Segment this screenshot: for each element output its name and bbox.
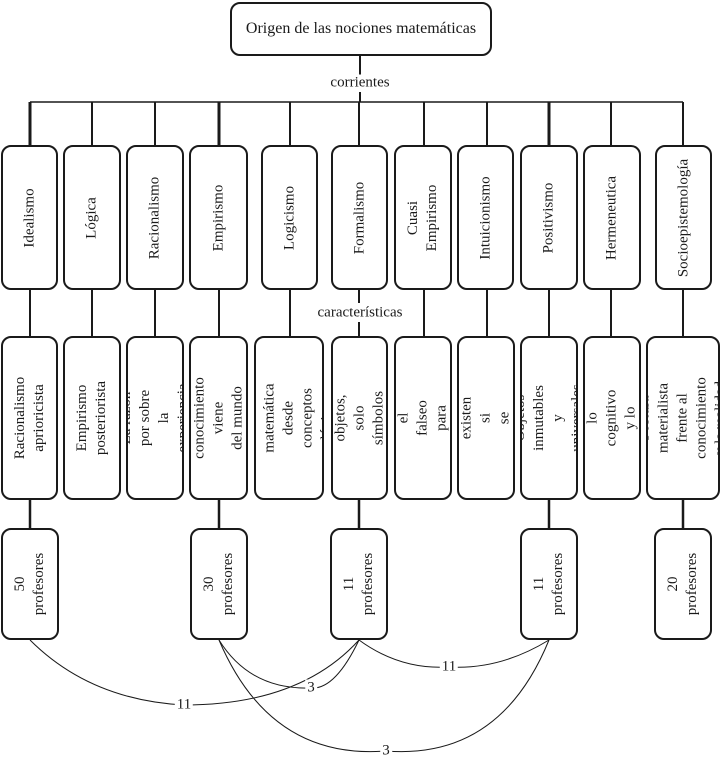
teachers-node-idealismo-label: 50 profesores — [12, 552, 47, 616]
current-node-hermeneutica-label: Hermeneutica — [603, 175, 620, 260]
current-node-idealismo-label: Idealismo — [21, 187, 37, 248]
teachers-node-empirismo-label: 30 profesores — [201, 552, 236, 616]
current-node-formalismo: Formalismo — [331, 145, 388, 290]
characteristic-node-socioepistemologia: Postura materialista frente al conocimie… — [646, 336, 720, 500]
characteristic-node-racionalismo-label: La razón por sobre la experiencia — [126, 383, 184, 453]
current-node-socioepistemologia-label: Socioepistemología — [675, 158, 691, 277]
caracteristicas-label: características — [315, 304, 405, 322]
characteristic-node-hermeneutica: Considera lo cognitivo y lo semiótico — [583, 336, 641, 500]
characteristic-node-empirismo-label: El conocimiento viene del mundo físico — [191, 377, 245, 459]
characteristic-node-cuasi-empirismo: Ocupa el falseo para conocer — [394, 336, 452, 500]
link-value-label: 3 — [305, 679, 317, 697]
characteristic-node-logicismo-label: Define la matemática desde conceptos lóg… — [254, 383, 324, 453]
current-node-positivismo: Positivismo — [520, 145, 578, 290]
current-node-empirismo-label: Empirismo — [210, 184, 226, 251]
corrientes-label: corrientes — [328, 74, 392, 92]
characteristic-node-idealismo-label: Racionalismo aprioricista — [11, 376, 47, 460]
current-node-hermeneutica: Hermeneutica — [583, 145, 641, 290]
link-value-label: 11 — [439, 658, 459, 676]
current-node-intuicionismo-label: Intuicionismo — [477, 175, 493, 260]
current-node-logica-label: Lógica — [83, 196, 100, 239]
current-node-formalismo-label: Formalismo — [351, 181, 367, 254]
characteristic-node-positivismo-label: Objetos inmutables y universales — [520, 384, 578, 452]
teachers-node-socioepistemologia: 20 profesores — [654, 528, 712, 640]
current-node-logica: Lógica — [63, 145, 121, 290]
characteristic-node-formalismo: No hay objetos, solo símbolos ostensible… — [331, 336, 388, 500]
current-node-idealismo: Idealismo — [1, 145, 58, 290]
teachers-node-empirismo: 30 profesores — [190, 528, 248, 640]
current-node-cuasi-empirismo-label: Cuasi Empirismo — [405, 184, 440, 251]
teachers-node-formalismo: 11 profesores — [330, 528, 388, 640]
teachers-node-positivismo: 11 profesores — [520, 528, 578, 640]
current-node-intuicionismo: Intuicionismo — [457, 145, 514, 290]
link-curve-3-5 — [218, 639, 360, 689]
characteristic-node-racionalismo: La razón por sobre la experiencia — [126, 336, 184, 500]
current-node-logicismo-label: Logicismo — [281, 185, 297, 250]
characteristic-node-idealismo: Racionalismo aprioricista — [1, 336, 58, 500]
root-node: Origen de las nociones matemáticas — [230, 2, 492, 56]
characteristic-node-positivismo: Objetos inmutables y universales — [520, 336, 578, 500]
teachers-node-positivismo-label: 11 profesores — [531, 552, 566, 616]
characteristic-node-logicismo: Define la matemática desde conceptos lóg… — [254, 336, 324, 500]
teachers-node-socioepistemologia-label: 20 profesores — [665, 552, 700, 616]
current-node-racionalismo-label: Racionalismo — [146, 176, 163, 259]
characteristic-node-socioepistemologia-label: Postura materialista frente al conocimie… — [646, 377, 720, 459]
link-value-label: 3 — [380, 742, 392, 760]
root-node-label: Origen de las nociones matemáticas — [245, 20, 477, 37]
current-node-racionalismo: Racionalismo — [126, 145, 184, 290]
characteristic-node-cuasi-empirismo-label: Ocupa el falseo para conocer — [395, 400, 450, 436]
characteristic-node-hermeneutica-label: Considera lo cognitivo y lo semiótico — [584, 389, 639, 447]
link-curve-3-8 — [218, 639, 550, 753]
characteristic-node-formalismo-label: No hay objetos, solo símbolos ostensible… — [332, 390, 386, 446]
current-node-socioepistemologia: Socioepistemología — [655, 145, 712, 290]
current-node-logicismo: Logicismo — [261, 145, 318, 290]
current-node-cuasi-empirismo: Cuasi Empirismo — [394, 145, 452, 290]
characteristic-node-logica-label: Empirismo posteriorista — [74, 380, 109, 456]
teachers-node-formalismo-label: 11 profesores — [341, 552, 376, 616]
characteristic-node-empirismo: El conocimiento viene del mundo físico — [189, 336, 248, 500]
current-node-positivismo-label: Positivismo — [540, 182, 557, 253]
characteristic-node-logica: Empirismo posteriorista — [63, 336, 121, 500]
characteristic-node-intuicionismo: Los objetos existen si se pueden constru… — [457, 336, 515, 500]
link-value-label: 11 — [174, 696, 194, 714]
teachers-node-idealismo: 50 profesores — [1, 528, 59, 640]
current-node-empirismo: Empirismo — [189, 145, 248, 290]
characteristic-node-intuicionismo-label: Los objetos existen si se pueden constru… — [458, 396, 513, 440]
